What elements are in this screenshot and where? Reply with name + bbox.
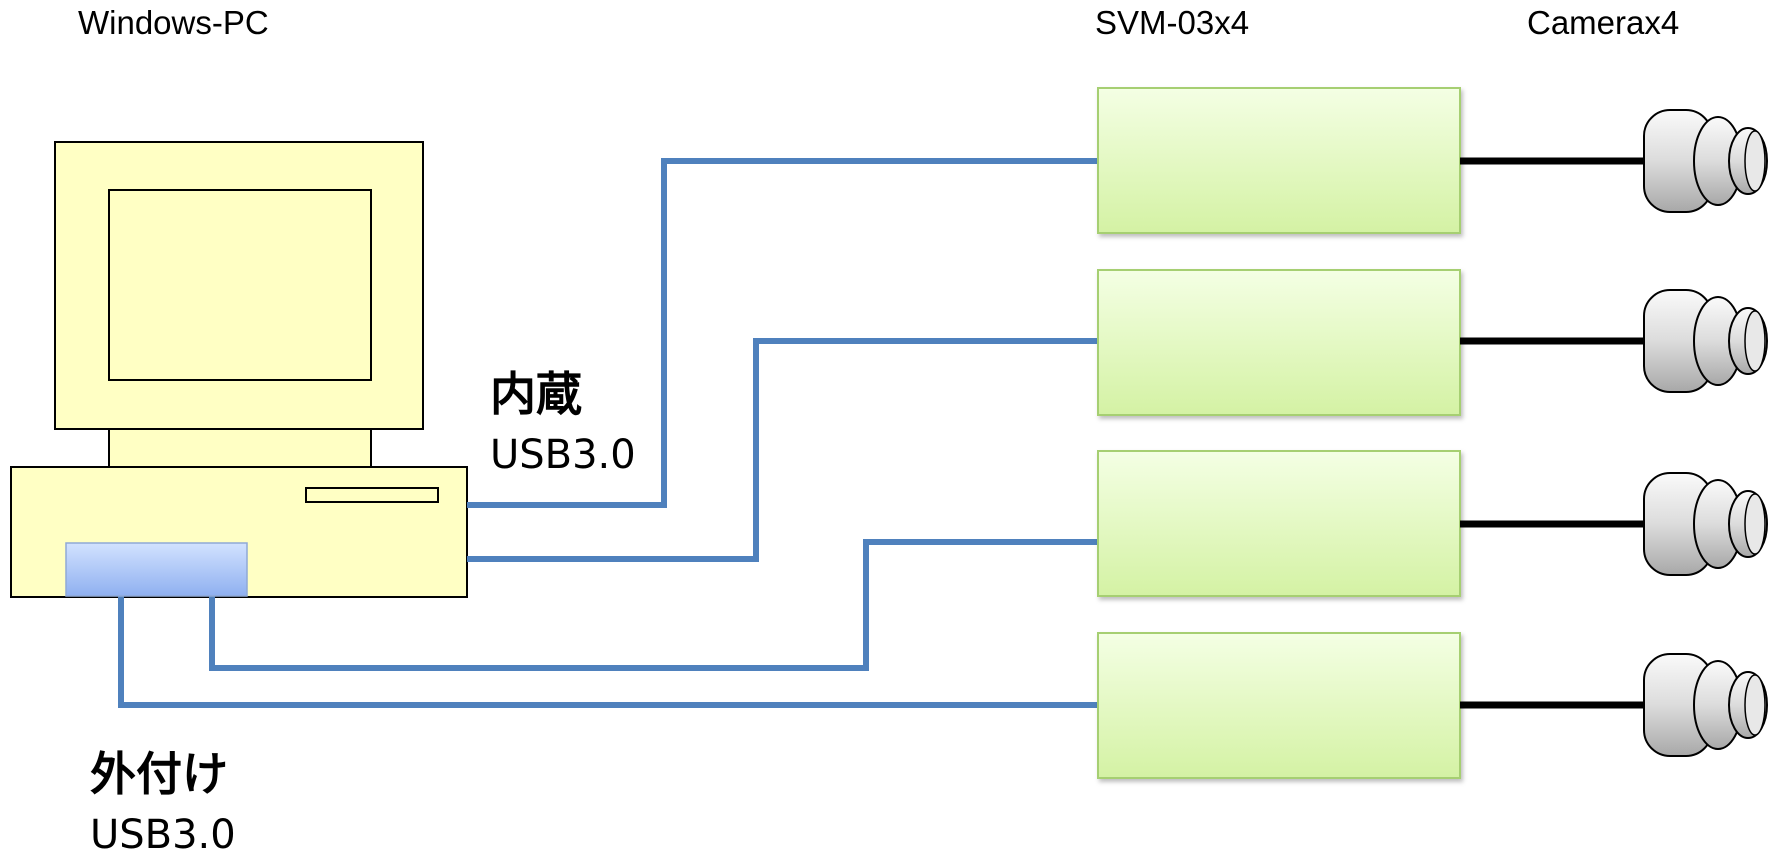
svm-units: [1098, 88, 1460, 778]
svm-unit-icon: [1098, 88, 1460, 233]
cameras: [1644, 110, 1767, 756]
camera-icon: [1644, 473, 1767, 575]
svm-unit-icon: [1098, 633, 1460, 778]
camera-lens-glass: [1745, 131, 1765, 191]
monitor-stand: [109, 429, 371, 467]
camera-lens-glass: [1745, 311, 1765, 371]
usb-hub-icon: [66, 543, 247, 596]
monitor-screen: [109, 190, 371, 380]
external-usb-label: 外付け: [90, 738, 228, 804]
cable-external-2: [121, 596, 1098, 705]
camera-lens-glass: [1745, 494, 1765, 554]
internal-usb-version: USB3.0: [490, 432, 636, 478]
camera-lens-glass: [1745, 675, 1765, 735]
windows-pc-icon: [11, 142, 467, 597]
camera-icon: [1644, 110, 1767, 212]
camera-icon: [1644, 290, 1767, 392]
camera-cables: [1460, 161, 1646, 705]
svm-unit-icon: [1098, 270, 1460, 415]
svm-unit-icon: [1098, 451, 1460, 596]
external-usb-version: USB3.0: [90, 812, 236, 858]
internal-usb-label: 内蔵: [490, 358, 582, 424]
camera-icon: [1644, 654, 1767, 756]
drive-slot: [306, 488, 438, 502]
